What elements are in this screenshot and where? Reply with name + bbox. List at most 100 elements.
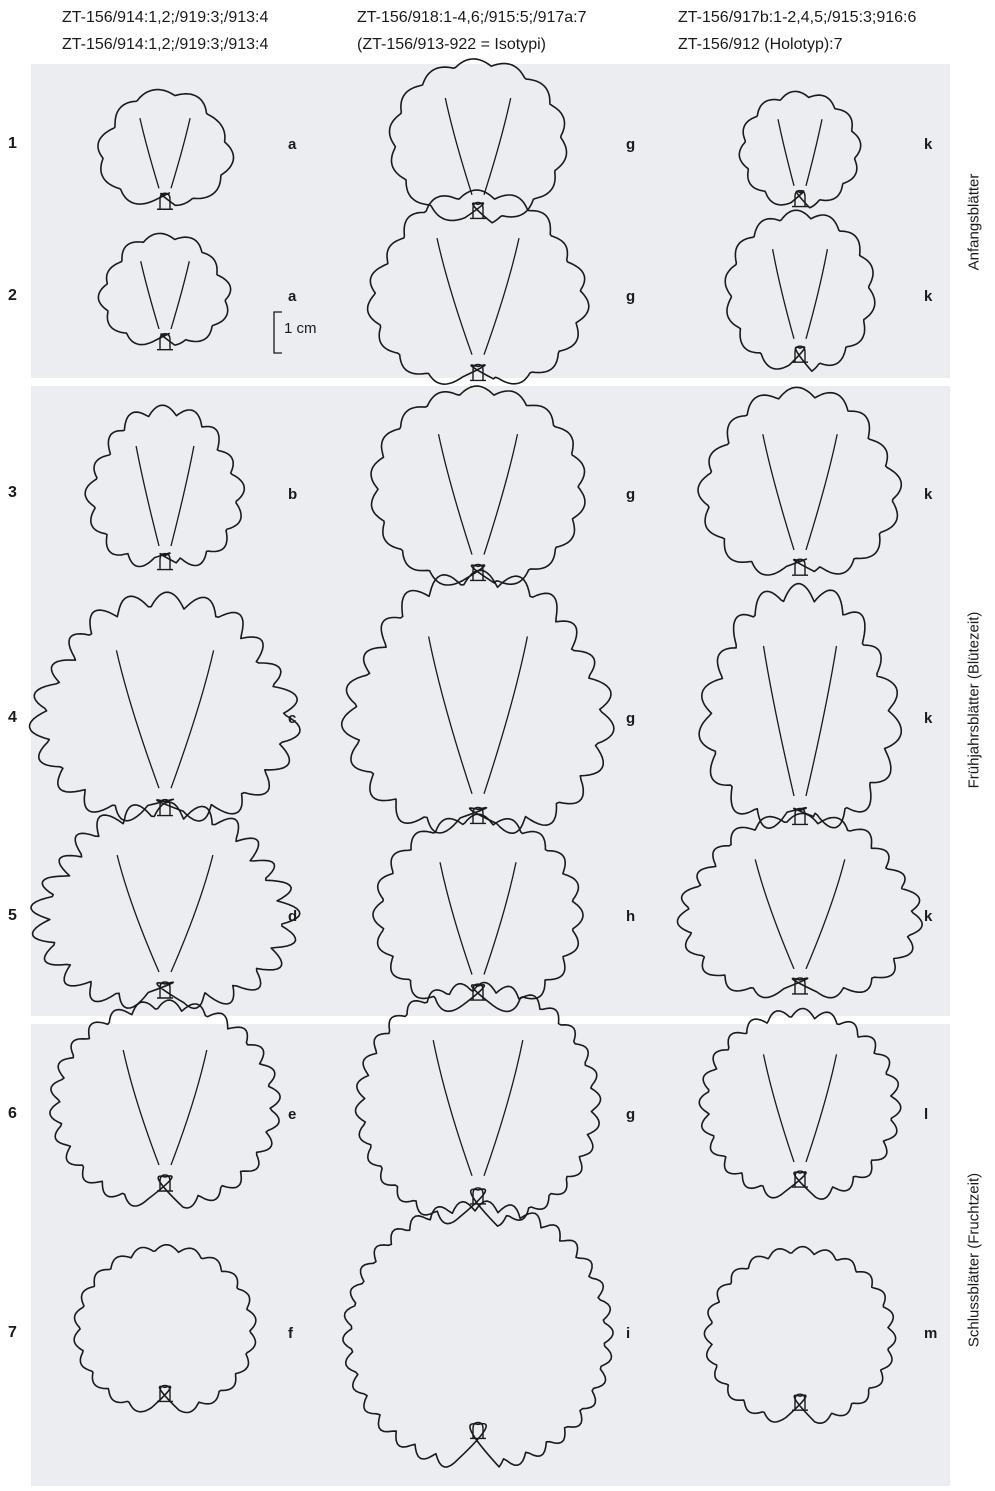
leaf-incision — [433, 1040, 472, 1176]
leaf-outline-r5-c2 — [373, 814, 583, 1011]
row-number-3: 3 — [8, 484, 17, 502]
leaf-margin — [74, 1245, 256, 1413]
leaf-margin — [50, 1000, 280, 1208]
scale-bar-label: 1 cm — [284, 320, 317, 337]
leaf-label-r7-c1: f — [288, 1325, 293, 1342]
group-label-schlussblaetter: Schlussblätter (Fruchtzeit) — [966, 1173, 983, 1347]
leaf-outline-r6-c2 — [356, 983, 601, 1227]
leaf-outline-r1-c2 — [390, 59, 567, 223]
leaf-margin — [390, 59, 567, 223]
leaf-outline-r2-c3 — [725, 210, 875, 371]
leaf-incision — [171, 855, 213, 972]
leaf-margin — [343, 1201, 613, 1467]
leaf-outline-r3-c1 — [85, 405, 244, 569]
leaf-label-r5-c3: k — [924, 908, 932, 925]
leaf-label-r5-c2: h — [626, 908, 635, 925]
leaf-label-r6-c3: l — [924, 1106, 928, 1123]
leaf-label-r2-c3: k — [924, 288, 932, 305]
group-label-fruehjahrsblaetter: Frühjahrsblätter (Blütezeit) — [966, 612, 983, 789]
leaf-outline-r2-c1 — [98, 233, 230, 349]
leaf-margin — [85, 405, 244, 566]
leaf-incision — [437, 238, 472, 355]
leaf-margin — [698, 387, 901, 575]
leaf-incision — [141, 261, 159, 329]
leaf-margin — [342, 570, 614, 833]
leaf-label-r1-c3: k — [924, 136, 932, 153]
leaf-margin — [699, 584, 901, 829]
leaf-label-r1-c1: a — [288, 136, 296, 153]
leaf-incision — [773, 249, 794, 339]
leaf-incision — [755, 859, 794, 969]
leaf-incision — [440, 862, 472, 974]
leaf-margin — [98, 233, 230, 345]
leaf-outline-r1-c3 — [739, 91, 860, 207]
leaf-incision — [484, 98, 511, 195]
leaf-incision — [117, 855, 159, 972]
leaf-label-r4-c1: c — [288, 710, 296, 727]
leaf-incision — [171, 261, 189, 329]
leaf-label-r2-c1: a — [288, 288, 296, 305]
leaf-outline-r3-c3 — [698, 387, 901, 575]
leaf-incision — [763, 434, 794, 550]
leaf-margin — [725, 210, 875, 371]
leaf-incision — [806, 434, 837, 550]
leaf-label-r4-c2: g — [626, 710, 635, 727]
leaf-incision — [764, 1054, 795, 1162]
leaf-outline-r5-c3 — [678, 813, 923, 997]
leaf-incision — [171, 650, 214, 788]
leaf-incision — [429, 637, 472, 794]
leaf-incision — [484, 238, 519, 355]
leaf-incision — [778, 119, 794, 186]
leaf-outline-r2-c2 — [368, 190, 589, 384]
leaf-label-r3-c1: b — [288, 486, 297, 503]
leaf-incision — [806, 1054, 837, 1162]
leaf-incision — [445, 98, 472, 195]
row-number-6: 6 — [8, 1105, 17, 1123]
leaf-margin — [678, 813, 923, 997]
leaf-margin — [31, 802, 300, 1008]
leaf-margin — [704, 1247, 895, 1424]
leaf-margin — [98, 90, 234, 206]
leaf-label-r7-c2: i — [626, 1325, 630, 1342]
leaf-label-r7-c3: m — [924, 1325, 937, 1342]
leaf-incision — [123, 1050, 159, 1165]
leaf-margin — [373, 814, 583, 1011]
leaf-outline-r3-c2 — [371, 386, 585, 585]
leaf-incision — [764, 646, 795, 796]
leaf-outline-r7-c2 — [343, 1201, 613, 1467]
leaf-outline-r7-c3 — [704, 1247, 895, 1424]
leaf-outline-r4-c1 — [30, 592, 301, 821]
leaf-outline-r5-c1 — [31, 802, 300, 1008]
row-number-7: 7 — [8, 1324, 17, 1342]
leaf-incision — [116, 650, 159, 788]
row-number-4: 4 — [8, 709, 17, 727]
leaf-margin — [356, 983, 601, 1227]
leaf-margin — [371, 386, 585, 585]
group-label-anfangsblaetter: Anfangsblätter — [966, 174, 983, 271]
leaf-outline-r7-c1 — [74, 1245, 256, 1413]
leaf-incision — [484, 1040, 523, 1176]
leaf-label-r6-c1: e — [288, 1106, 296, 1123]
leaf-incision — [171, 118, 190, 188]
leaf-outline-r4-c3 — [699, 584, 901, 829]
leaf-incision — [484, 862, 516, 974]
leaf-outline-r6-c1 — [50, 1000, 280, 1208]
leaf-incision — [806, 859, 845, 969]
leaf-label-r5-c1: d — [288, 908, 297, 925]
leaf-incision — [484, 434, 518, 554]
leaf-margin — [30, 592, 301, 821]
leaf-outline-r6-c3 — [699, 1009, 900, 1200]
leaf-incision — [171, 446, 194, 546]
leaf-incision — [806, 249, 827, 339]
leaf-label-r4-c3: k — [924, 710, 932, 727]
leaf-label-r6-c2: g — [626, 1106, 635, 1123]
leaf-incision — [439, 434, 473, 554]
leaf-outline-r1-c1 — [98, 90, 234, 210]
leaf-incision — [806, 646, 837, 796]
row-number-1: 1 — [8, 135, 17, 153]
leaf-incision — [484, 637, 527, 794]
leaf-incision — [806, 119, 822, 186]
leaf-incision — [136, 446, 159, 546]
